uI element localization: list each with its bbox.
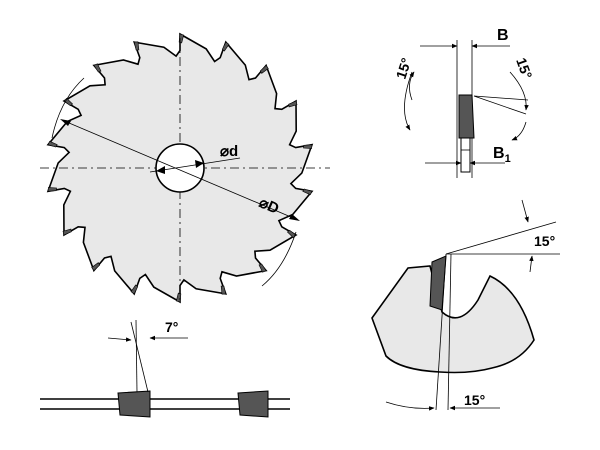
side-tooth-right	[237, 390, 269, 418]
blade-tooth-tips	[47, 33, 313, 303]
side-tooth-left	[117, 390, 151, 418]
bore-hole	[155, 143, 205, 193]
side-clearance-view: 7°	[40, 319, 290, 418]
tooth-front-view: B B1 15° 15°	[393, 27, 535, 178]
clearance-angle-label: 15°	[464, 392, 485, 408]
outer-arc-right	[261, 231, 297, 287]
tooth-tip	[91, 262, 101, 272]
tooth-tip	[220, 285, 227, 295]
tooth-tip	[302, 188, 313, 196]
bore-arrow-left	[156, 166, 165, 174]
tooth-tip	[93, 63, 102, 73]
hook-angle-label: 15°	[534, 233, 555, 249]
bore-diameter-label: ⌀d	[220, 143, 238, 160]
tooth-tip	[303, 144, 313, 149]
body-thickness-label: B1	[493, 145, 511, 165]
side-clearance-label: 7°	[165, 319, 178, 335]
outer-arc-left	[51, 77, 85, 139]
blade-front-view: ⌀d ⌀D	[40, 32, 330, 304]
tooth-profile-body	[371, 265, 535, 374]
blade-body-section	[460, 137, 471, 173]
tooth-tip	[62, 228, 72, 236]
tooth-tip	[258, 263, 267, 273]
tooth-tip	[47, 187, 57, 192]
diameter-arrow-right	[289, 214, 300, 221]
tooth-tip-front	[458, 94, 475, 139]
tooth-tip	[259, 64, 269, 74]
top-bevel-left-label: 15°	[393, 56, 415, 81]
tooth-tip	[221, 41, 230, 52]
tooth-side-profile: 15° 15°	[371, 199, 560, 411]
tooth-tip	[47, 140, 58, 148]
top-bevel-right-label: 15°	[513, 56, 535, 81]
outer-diameter-label: ⌀D	[256, 194, 281, 218]
outer-diameter-line	[61, 119, 299, 221]
tooth-tip-side	[429, 255, 447, 311]
tooth-tip	[130, 284, 139, 295]
tooth-tip	[133, 41, 140, 51]
tooth-tip	[288, 100, 298, 108]
kerf-width-label: B	[497, 27, 509, 44]
bore-arrow-right	[195, 160, 204, 168]
diameter-arrow-left	[60, 119, 71, 126]
